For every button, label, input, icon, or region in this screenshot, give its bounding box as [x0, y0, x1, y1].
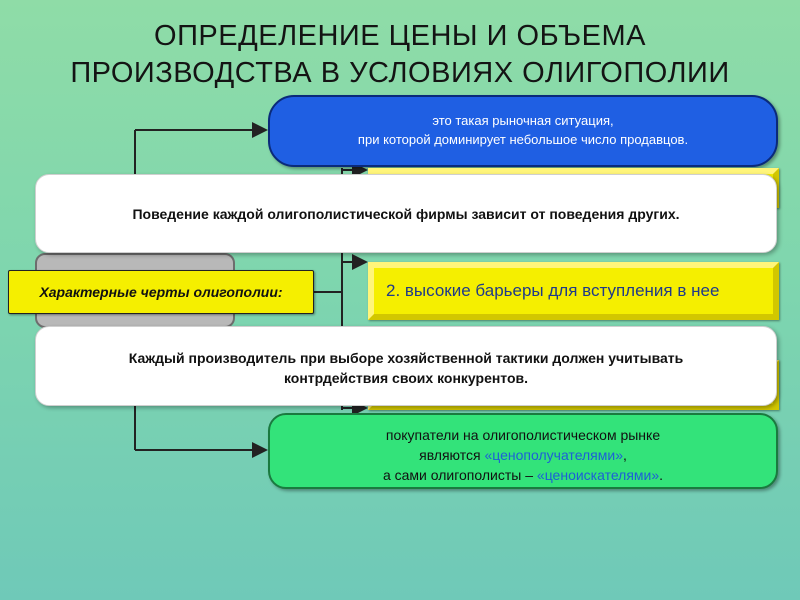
price-seeker-term: «ценоискателями» [536, 467, 660, 483]
buyers-line-2-prefix: являются [419, 447, 485, 463]
feature-box-2: 2. высокие барьеры для вступления в нее [368, 262, 779, 320]
buyers-line-2: являются «ценополучателями», [270, 445, 776, 465]
feature-label-box: Характерные черты олигополии: [8, 270, 314, 314]
buyers-line-2-suffix: , [623, 447, 627, 463]
buyers-line-3-suffix: . [659, 467, 664, 483]
slide-title: ОПРЕДЕЛЕНИЕ ЦЕНЫ И ОБЪЕМА ПРОИЗВОДСТВА В… [0, 18, 800, 92]
feature-2-text: 2. высокие барьеры для вступления в нее [386, 281, 720, 300]
buyers-line-1: покупатели на олигополистическом рынке [385, 427, 661, 443]
behavior-note: Поведение каждой олигополистической фирм… [35, 174, 777, 253]
price-taker-term: «ценополучателями» [484, 447, 623, 463]
producer-note-line-2: контрдействия своих конкурентов. [283, 370, 529, 386]
title-line-2: ПРОИЗВОДСТВА В УСЛОВИЯХ ОЛИГОПОЛИИ [70, 57, 730, 89]
definition-box: это такая рыночная ситуация, при которой… [268, 95, 778, 167]
buyers-line-3-prefix: а сами олигополисты – [382, 467, 537, 483]
producer-note-line-1: Каждый производитель при выборе хозяйств… [128, 350, 684, 366]
producer-note: Каждый производитель при выборе хозяйств… [35, 326, 777, 406]
title-line-1: ОПРЕДЕЛЕНИЕ ЦЕНЫ И ОБЪЕМА [154, 20, 646, 52]
definition-line-1: это такая рыночная ситуация, [432, 113, 614, 128]
buyers-box: покупатели на олигополистическом рынке я… [268, 413, 778, 489]
definition-line-2: при которой доминирует небольшое число п… [357, 132, 689, 147]
buyers-line-3: а сами олигополисты – «ценоискателями». [270, 465, 776, 485]
